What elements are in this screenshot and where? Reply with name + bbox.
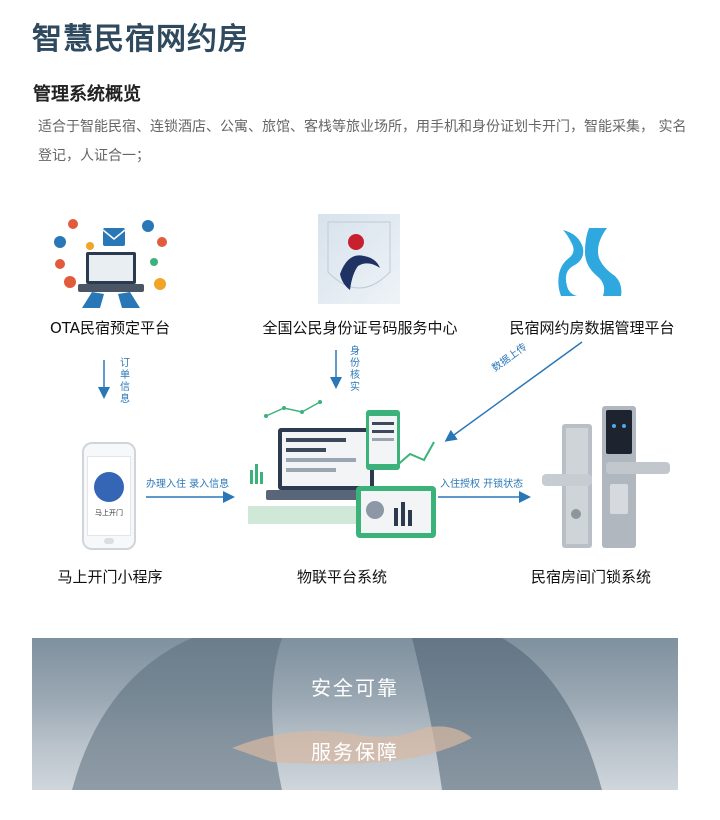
iot-illustration [244, 398, 440, 538]
auth-label: 入住授权 开锁状态 [440, 479, 524, 490]
data-platform-label: 民宿网约房数据管理平台 [509, 319, 675, 337]
description-text: 适合于智能民宿、连锁酒店、公寓、旅馆、客栈等旅业场所，用手机和身份证划卡开门，智… [38, 119, 687, 164]
data-upload-arrow [444, 341, 583, 442]
laptop-hands-icon [54, 219, 167, 308]
id-center-logo [318, 214, 400, 304]
mini-program-label: 马上开门小程序 [57, 568, 163, 586]
iot-platform-label: 物联平台系统 [296, 568, 387, 586]
ota-illustration [48, 212, 174, 308]
checkin-label: 办理入住 录入信息 [146, 479, 230, 490]
iot-devices-icon [248, 400, 436, 538]
data-platform-logo [555, 226, 627, 298]
banner-line-2: 服务保障 [311, 740, 399, 764]
handshake-image [72, 638, 602, 790]
phone-screen-text: 马上开门 [95, 509, 123, 517]
section-subtitle: 管理系统概览 [33, 84, 141, 105]
door-lock-label: 民宿房间门锁系统 [530, 568, 651, 586]
order-info-label: 订单信息 [120, 358, 130, 405]
handshake-banner: 安全可靠 服务保障 [32, 638, 678, 790]
ota-label: OTA民宿预定平台 [49, 319, 171, 337]
id-verify-label: 身份核实 [350, 346, 360, 393]
data-platform-k-icon [558, 228, 622, 296]
id-center-emblem-icon [327, 221, 391, 290]
page-title: 智慧民宿网约房 [32, 22, 249, 57]
door-lock-illustration [540, 404, 670, 548]
banner-line-1: 安全可靠 [311, 676, 399, 700]
phone-mockup: 马上开门 [82, 442, 136, 550]
id-center-label: 全国公民身份证号码服务中心 [262, 319, 458, 337]
mini-program-logo-icon [94, 472, 124, 502]
door-lock-icon [542, 406, 670, 548]
